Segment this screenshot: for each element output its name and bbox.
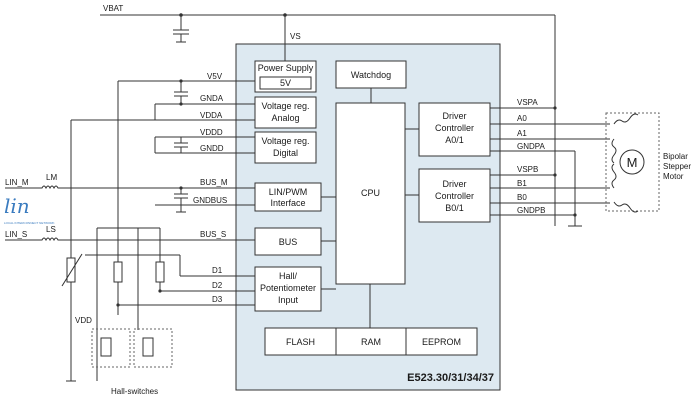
d3-label: D3: [212, 295, 223, 304]
vreg-digital-block: [254, 131, 317, 164]
driver-b-label-3: B0/1: [445, 203, 464, 213]
watchdog-block: [335, 60, 407, 89]
driver-b-block: [418, 168, 491, 223]
gnda-label: GNDA: [200, 94, 224, 103]
a0-label: A0: [517, 114, 527, 123]
lin-pwm-label-1: LIN/PWM: [269, 187, 308, 197]
decoupling-capacitors: [154, 79, 188, 213]
vreg-digital-label-2: Digital: [273, 148, 298, 158]
vbat-rail: [100, 13, 556, 226]
motor-label-1: Bipolar: [663, 152, 688, 161]
stepper-motor: [605, 112, 660, 213]
hall-input-block: [254, 266, 322, 312]
driver-a-label-2: Controller: [435, 123, 474, 133]
vs-label: VS: [290, 32, 301, 41]
lin-logo-caption: LOCAL INTERCONNECT NETWORK: [4, 221, 55, 225]
vreg-analog-label-1: Voltage reg.: [261, 101, 309, 111]
power-5v-label: 5V: [280, 78, 291, 88]
bus-s-label: BUS_S: [200, 230, 226, 239]
motor-label-3: Motor: [663, 172, 684, 181]
motor-label-2: Stepper: [663, 162, 691, 171]
lin-m-label: LIN_M: [5, 178, 29, 187]
inductor-ls: [5, 237, 66, 242]
gndpa-label: GNDPA: [517, 142, 546, 151]
lin-pwm-block: [254, 182, 322, 212]
part-number: E523.30/31/34/37: [407, 372, 494, 384]
lin-logo: lin: [4, 194, 30, 218]
bus-block-label: BUS: [279, 237, 298, 247]
hall-label-1: Hall/: [279, 271, 298, 281]
hall-switches-label: Hall-switches: [111, 387, 158, 396]
b1-label: B1: [517, 179, 527, 188]
driver-a-label-1: Driver: [443, 111, 467, 121]
bus-block: [254, 227, 322, 256]
vreg-analog-label-2: Analog: [271, 113, 299, 123]
right-pin-wires: [490, 106, 610, 227]
cpu-block: [335, 102, 406, 285]
power-supply-label: Power Supply: [258, 63, 314, 73]
vspb-label: VSPB: [517, 165, 538, 174]
vddd-label: VDDD: [200, 128, 223, 137]
watchdog-label: Watchdog: [351, 70, 391, 80]
v5v-label: V5V: [207, 72, 223, 81]
gndpb-label: GNDPB: [517, 206, 545, 215]
bus-m-label: BUS_M: [200, 178, 228, 187]
driver-b-label-1: Driver: [443, 179, 467, 189]
vreg-digital-label-1: Voltage reg.: [261, 136, 309, 146]
lin-s-label: LIN_S: [5, 230, 27, 239]
gndd-label: GNDD: [200, 144, 224, 153]
inductor-lm: [5, 185, 66, 190]
ram-label: RAM: [361, 337, 381, 347]
ls-label: LS: [46, 225, 56, 234]
flash-label: FLASH: [286, 337, 315, 347]
power-5v-block: [259, 76, 312, 90]
d2-label: D2: [212, 281, 223, 290]
vspa-label: VSPA: [517, 98, 538, 107]
a1-label: A1: [517, 129, 527, 138]
gndbus-label: GNDBUS: [193, 196, 227, 205]
driver-a-label-3: A0/1: [445, 135, 464, 145]
lin-pwm-label-2: Interface: [270, 198, 305, 208]
vdda-label: VDDA: [200, 111, 223, 120]
memory-row: [264, 327, 478, 356]
eeprom-label: EEPROM: [422, 337, 461, 347]
b0-label: B0: [517, 193, 527, 202]
vbat-label: VBAT: [103, 4, 123, 13]
d1-label: D1: [212, 266, 223, 275]
hall-network: [61, 81, 181, 382]
lm-label: LM: [46, 173, 57, 182]
hall-label-3: Input: [278, 295, 299, 305]
vreg-analog-block: [254, 96, 317, 129]
vdd-label: VDD: [75, 316, 92, 325]
driver-b-label-2: Controller: [435, 191, 474, 201]
cpu-label: CPU: [361, 188, 380, 198]
hall-label-2: Potentiometer: [260, 283, 316, 293]
motor-symbol: M: [627, 155, 638, 170]
